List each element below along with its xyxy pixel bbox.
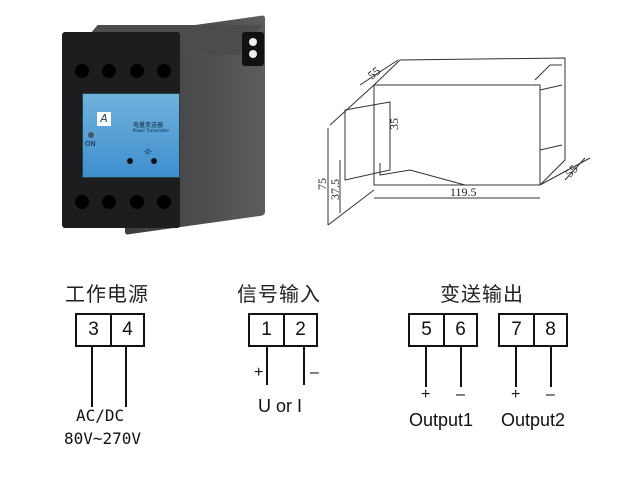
output1-plus: + <box>421 386 431 403</box>
terminal-6: 6 <box>443 315 476 345</box>
input-plus: + <box>254 364 264 381</box>
terminal-8: 8 <box>533 315 566 345</box>
zero-adjust-label: -0- <box>143 148 153 156</box>
body-top-edge <box>373 57 566 186</box>
din-clip <box>344 101 466 186</box>
output1-label: Output1 <box>409 410 474 430</box>
output1-terminal-block: 5 6 <box>408 313 478 347</box>
wire-6 <box>460 347 462 387</box>
wire-3 <box>91 347 93 407</box>
input-type-label: U or I <box>258 396 303 416</box>
led-indicator <box>88 132 94 138</box>
input-terminal-block: 1 2 <box>248 313 318 347</box>
dim-rail-height: 35 <box>387 118 401 130</box>
dim-length: 119.5 <box>450 185 477 199</box>
panel-title: 电量变送器 <box>133 122 164 129</box>
led-label: ON <box>85 140 96 148</box>
transmitter-photo: A 电量变送器 Power Transmitter ON -0- <box>62 15 270 235</box>
input-minus: – <box>310 364 319 381</box>
body-outline <box>373 84 541 186</box>
terminal-fins <box>534 64 563 151</box>
output2-plus: + <box>511 386 521 403</box>
output2-terminal-block: 7 8 <box>498 313 568 347</box>
power-terminal-block: 3 4 <box>75 313 145 347</box>
dimension-drawing: 55 35 75 37.5 119.5 55 <box>315 57 591 226</box>
terminal-7: 7 <box>511 319 522 340</box>
wire-1 <box>266 347 268 385</box>
terminal-4: 4 <box>110 315 143 345</box>
top-screws <box>68 64 178 78</box>
dim-height: 75 <box>315 178 329 190</box>
power-type-label: AC/DC <box>76 406 125 425</box>
output2-minus: – <box>546 386 555 403</box>
wire-7 <box>515 347 517 387</box>
zero-potentiometer[interactable] <box>151 158 157 164</box>
mount-clip <box>242 32 264 66</box>
terminal-1: 1 <box>261 319 272 340</box>
terminal-3: 3 <box>88 319 99 340</box>
output1-minus: – <box>456 386 465 403</box>
span-potentiometer[interactable] <box>127 158 133 164</box>
output2-label: Output2 <box>501 410 566 430</box>
output-title: 变送输出 <box>440 282 524 306</box>
logo: A <box>97 112 111 126</box>
wire-2 <box>303 347 305 385</box>
bottom-screws <box>68 195 178 209</box>
terminal-2: 2 <box>283 315 316 345</box>
panel-subtitle: Power Transmitter <box>133 128 170 133</box>
dim-half-height: 37.5 <box>328 179 342 200</box>
power-supply-title: 工作电源 <box>65 282 149 306</box>
signal-input-title: 信号输入 <box>237 282 321 306</box>
front-panel: A 电量变送器 Power Transmitter ON -0- <box>82 93 180 178</box>
wire-4 <box>125 347 127 407</box>
wire-8 <box>550 347 552 387</box>
terminal-5: 5 <box>421 319 432 340</box>
wire-5 <box>425 347 427 387</box>
power-voltage-label: 80V~270V <box>64 429 142 448</box>
